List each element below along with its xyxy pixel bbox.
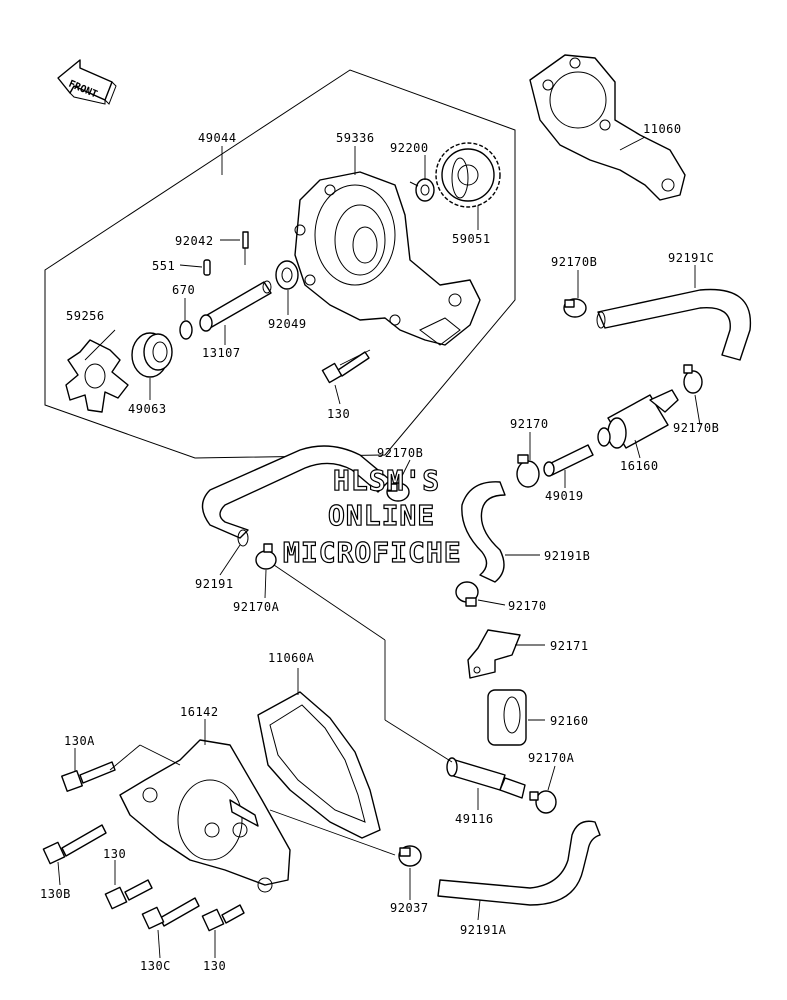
label-92160: 92160 — [550, 714, 589, 728]
pin-92042-shape — [242, 231, 249, 249]
label-92170B-1: 92170B — [551, 255, 597, 269]
pump-cover-16142-shape — [119, 739, 291, 893]
shaft-13107-shape — [199, 280, 272, 332]
part-labels: 49044 59336 92200 11060 59051 92042 551 … — [40, 122, 719, 973]
label-130B: 130B — [40, 887, 71, 901]
assembly-boundary — [44, 69, 516, 459]
label-59051: 59051 — [452, 232, 491, 246]
clamp-92037-shape — [398, 845, 422, 867]
pipe-49019-shape — [543, 444, 594, 477]
hose-92191A-shape — [437, 820, 601, 906]
pump-housing-59336-shape — [294, 171, 481, 346]
bracket-92171-shape — [467, 629, 521, 679]
oring-670-shape — [179, 320, 193, 340]
label-92037: 92037 — [390, 901, 429, 915]
bolt-130B-shape — [42, 824, 107, 865]
label-92042: 92042 — [175, 234, 214, 248]
thermostat-16160-shape — [597, 389, 679, 449]
bolt-130C-shape — [141, 897, 200, 930]
clamp-92170B-1-shape — [563, 298, 587, 318]
label-11060: 11060 — [643, 122, 682, 136]
label-130-top: 130 — [327, 407, 350, 421]
label-92170B-3: 92170B — [377, 446, 423, 460]
clamp-92170A-1-shape — [255, 543, 277, 570]
label-16142: 16142 — [180, 705, 219, 719]
label-92170A-2: 92170A — [528, 751, 575, 765]
label-670: 670 — [172, 283, 195, 297]
seal-92049-shape — [275, 260, 299, 290]
bolt-130-bot-shape — [201, 904, 245, 932]
label-92170B-2: 92170B — [673, 421, 719, 435]
bolt-130A-shape — [61, 761, 116, 792]
label-92170A-1: 92170A — [233, 600, 280, 614]
front-arrow-icon: FRONT — [57, 59, 117, 105]
mount-92160-shape — [487, 689, 527, 746]
label-130-mid: 130 — [103, 847, 126, 861]
label-13107: 13107 — [202, 346, 241, 360]
clamp-92170-1-shape — [516, 454, 540, 488]
label-49044: 49044 — [198, 131, 237, 145]
clamp-92170B-3-shape — [386, 482, 410, 502]
watermark-line-1: HLSM'S — [333, 464, 440, 497]
watermark: HLSM'S ONLINE MICROFICHE — [282, 463, 462, 569]
gasket-11060-shape — [529, 54, 686, 201]
clamp-92170B-2-shape — [683, 364, 703, 394]
clamp-92170A-2-shape — [529, 790, 557, 814]
label-11060A: 11060A — [268, 651, 315, 665]
label-551: 551 — [152, 259, 175, 273]
label-49019: 49019 — [545, 489, 584, 503]
label-59336: 59336 — [336, 131, 375, 145]
pipe-49116-shape — [446, 757, 526, 799]
label-92170-1: 92170 — [510, 417, 549, 431]
bolt-130-top-shape — [321, 351, 370, 384]
label-130A: 130A — [64, 734, 95, 748]
label-92200: 92200 — [390, 141, 429, 155]
bolt-130-mid-shape — [104, 879, 153, 910]
label-92191C: 92191C — [668, 251, 714, 265]
label-92191B: 92191B — [544, 549, 590, 563]
label-130C: 130C — [140, 959, 171, 973]
label-92049: 92049 — [268, 317, 307, 331]
watermark-line-2: ONLINE — [328, 499, 435, 532]
hose-92191C-shape — [597, 288, 752, 361]
label-92191: 92191 — [195, 577, 234, 591]
label-92171: 92171 — [550, 639, 589, 653]
label-16160: 16160 — [620, 459, 659, 473]
pin-551-shape — [203, 259, 211, 276]
seal-49063-shape — [131, 332, 173, 378]
impeller-59256-shape — [65, 339, 129, 413]
gear-59051-shape — [435, 142, 501, 208]
gasket-11060A-shape — [257, 691, 381, 839]
hose-92191B-shape — [461, 481, 506, 583]
label-49116: 49116 — [455, 812, 494, 826]
hose-92191-shape — [201, 445, 391, 539]
label-59256: 59256 — [66, 309, 105, 323]
label-49063: 49063 — [128, 402, 167, 416]
label-92170-2: 92170 — [508, 599, 547, 613]
label-92191A: 92191A — [460, 923, 507, 937]
watermark-line-3: MICROFICHE — [283, 536, 462, 569]
label-130-bot: 130 — [203, 959, 226, 973]
clamp-92170-2-shape — [455, 581, 479, 607]
leader-lines — [57, 136, 701, 959]
washer-92200-shape — [409, 178, 435, 202]
